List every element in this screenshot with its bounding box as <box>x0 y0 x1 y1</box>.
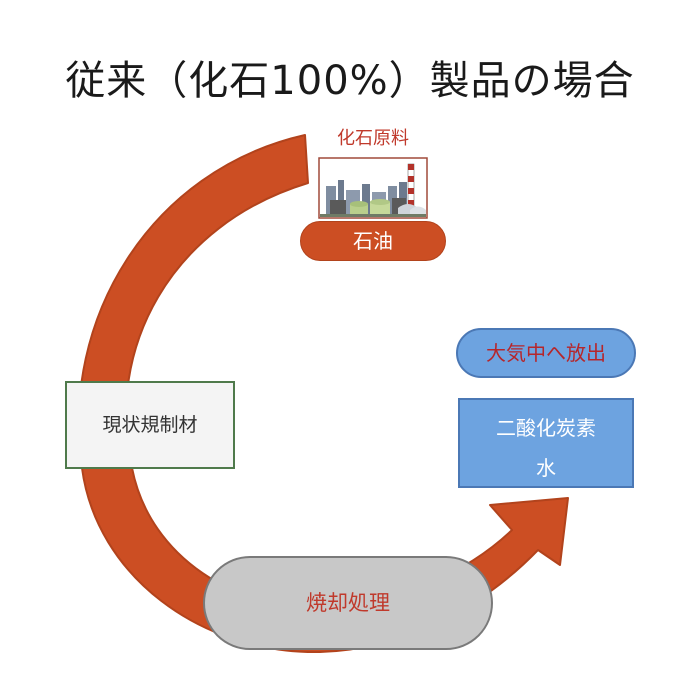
incineration-node: 焼却処理 <box>203 556 493 650</box>
current-material-node: 現状規制材 <box>65 381 235 469</box>
page-title: 従来（化石100%）製品の場合 <box>65 58 635 104</box>
refinery-icon <box>318 157 428 219</box>
atmosphere-release-node: 大気中へ放出 <box>456 328 636 378</box>
fossil-material-label: 化石原料 <box>337 128 409 149</box>
emission-node: 二酸化炭素 水 <box>458 398 634 488</box>
oil-node: 石油 <box>300 221 446 261</box>
water-label: 水 <box>536 456 556 480</box>
co2-label: 二酸化炭素 <box>496 416 596 440</box>
